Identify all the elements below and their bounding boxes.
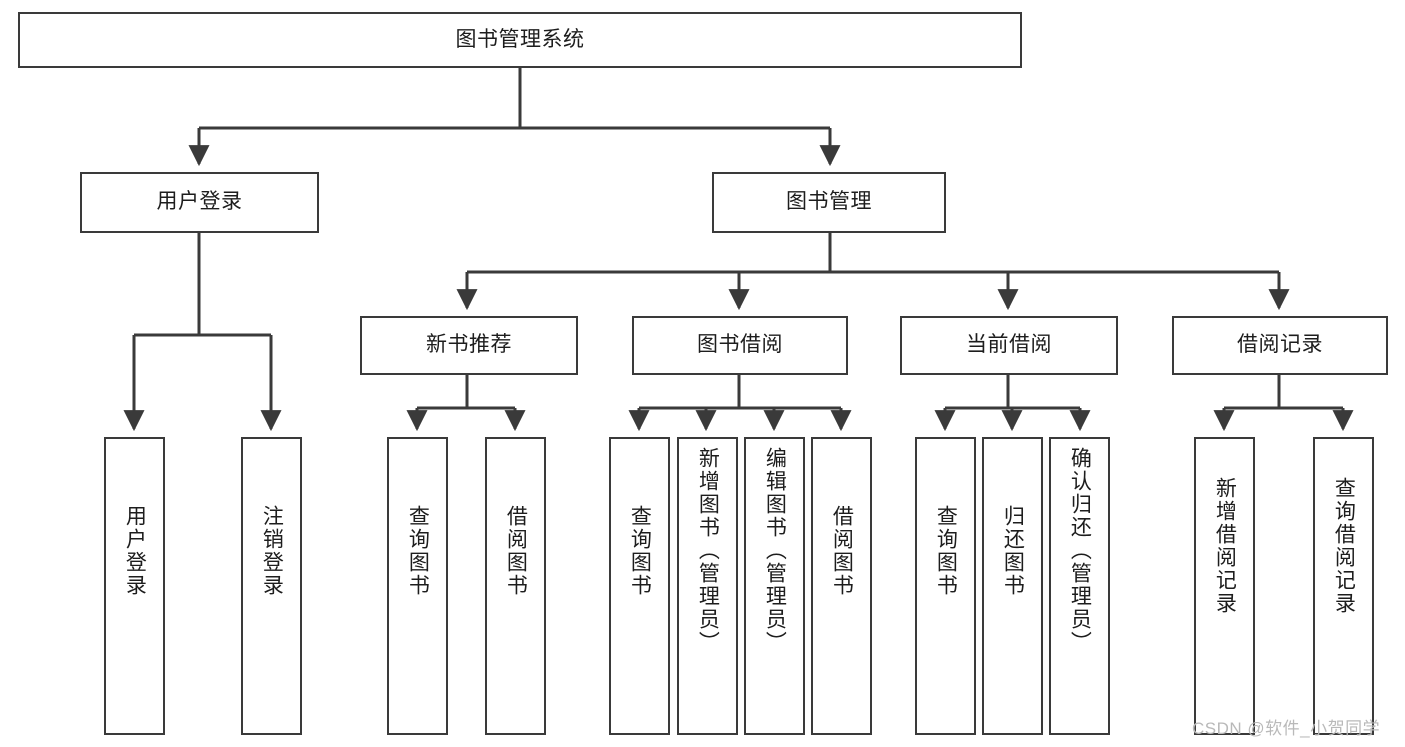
- node-leaf-confirm-return[interactable]: 确认归还（管理员）: [1049, 437, 1110, 735]
- node-leaf-borrow-book-2[interactable]: 借阅图书: [811, 437, 872, 735]
- node-leaf-user-login[interactable]: 用户登录: [104, 437, 165, 735]
- node-leaf-query-book-2[interactable]: 查询图书: [609, 437, 670, 735]
- node-label: 借阅图书: [830, 505, 854, 597]
- node-label: 借阅记录: [1237, 333, 1323, 357]
- node-leaf-add-record[interactable]: 新增借阅记录: [1194, 437, 1255, 735]
- node-book-borrow[interactable]: 图书借阅: [632, 316, 848, 375]
- node-label: 用户登录: [156, 190, 243, 214]
- node-label: 查询图书: [934, 505, 958, 597]
- node-label: 当前借阅: [966, 333, 1052, 357]
- node-leaf-logout-login[interactable]: 注销登录: [241, 437, 302, 735]
- node-label: 归还图书: [1001, 505, 1025, 597]
- node-label: 确认归还（管理员）: [1068, 447, 1092, 654]
- node-leaf-query-book-3[interactable]: 查询图书: [915, 437, 976, 735]
- node-label: 用户登录: [123, 505, 147, 597]
- node-label: 图书管理系统: [455, 27, 585, 51]
- node-leaf-edit-book[interactable]: 编辑图书（管理员）: [744, 437, 805, 735]
- node-label: 借阅图书: [504, 505, 528, 597]
- node-book-management[interactable]: 图书管理: [712, 172, 946, 233]
- node-leaf-return-book[interactable]: 归还图书: [982, 437, 1043, 735]
- node-leaf-query-record[interactable]: 查询借阅记录: [1313, 437, 1374, 735]
- node-label: 图书借阅: [697, 333, 783, 357]
- node-leaf-borrow-book-1[interactable]: 借阅图书: [485, 437, 546, 735]
- node-label: 新书推荐: [426, 333, 512, 357]
- node-book-management-system[interactable]: 图书管理系统: [18, 12, 1022, 68]
- node-label: 新增借阅记录: [1213, 477, 1237, 615]
- node-leaf-query-book-1[interactable]: 查询图书: [387, 437, 448, 735]
- node-user-login[interactable]: 用户登录: [80, 172, 319, 233]
- node-label: 新增图书（管理员）: [696, 447, 720, 654]
- node-label: 图书管理: [786, 190, 872, 214]
- node-current-borrow[interactable]: 当前借阅: [900, 316, 1118, 375]
- node-label: 查询图书: [628, 505, 652, 597]
- csdn-watermark: CSDN @软件_小贺同学: [1192, 719, 1381, 738]
- node-label: 查询借阅记录: [1332, 477, 1356, 615]
- node-leaf-add-book[interactable]: 新增图书（管理员）: [677, 437, 738, 735]
- node-label: 注销登录: [260, 505, 284, 597]
- node-borrow-record[interactable]: 借阅记录: [1172, 316, 1388, 375]
- node-label: 编辑图书（管理员）: [763, 447, 787, 654]
- node-new-book-recommend[interactable]: 新书推荐: [360, 316, 578, 375]
- node-label: 查询图书: [406, 505, 430, 597]
